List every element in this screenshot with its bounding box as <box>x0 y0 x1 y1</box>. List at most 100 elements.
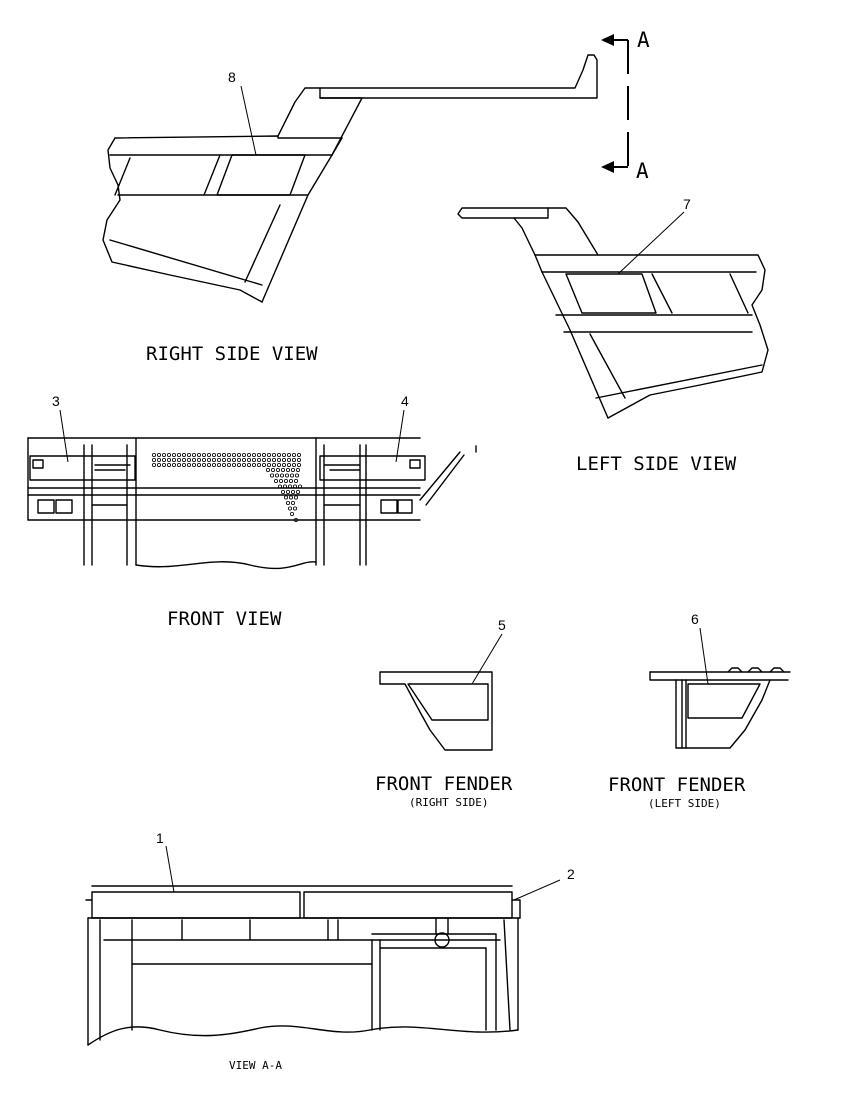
grille-dot <box>288 478 293 483</box>
grille-dot <box>201 452 206 457</box>
grille-dot <box>276 462 281 467</box>
grille-dot <box>287 506 292 511</box>
grille-dot <box>251 457 256 462</box>
grille-dot <box>296 452 301 457</box>
grille-dot <box>287 484 292 489</box>
grille-dot <box>291 452 296 457</box>
grille-dot <box>176 452 181 457</box>
grille-dot <box>291 462 296 467</box>
grille-dot <box>276 452 281 457</box>
grille-dot <box>156 457 161 462</box>
grille-dot <box>241 462 246 467</box>
grille-dot <box>206 462 211 467</box>
grille-dot <box>281 457 286 462</box>
grille-dot <box>236 462 241 467</box>
grille-dot <box>285 467 290 472</box>
grille-dot <box>196 452 201 457</box>
grille-dot <box>241 457 246 462</box>
grille-dot <box>171 462 176 467</box>
grille-dot <box>171 457 176 462</box>
grille-dot <box>271 452 276 457</box>
grille-dot <box>280 489 285 494</box>
front-fender-right-subtitle: (RIGHT SIDE) <box>409 796 488 809</box>
grille-dot <box>296 457 301 462</box>
callout-1: 1 <box>156 830 164 846</box>
grille-dot <box>266 457 271 462</box>
grille-dot <box>293 518 298 523</box>
grille-dot <box>151 457 156 462</box>
grille-dot <box>191 457 196 462</box>
grille-dot <box>269 473 274 478</box>
grille-dot <box>290 467 295 472</box>
grille-dot <box>292 484 297 489</box>
grille-dot <box>161 457 166 462</box>
grille-dot <box>251 452 256 457</box>
view-a-a-title: VIEW A-A <box>229 1059 282 1072</box>
grille-dot <box>288 495 293 500</box>
callout-2: 2 <box>567 866 575 882</box>
grille-dot <box>186 457 191 462</box>
grille-dot <box>211 452 216 457</box>
grille-dot <box>226 457 231 462</box>
grille-dot <box>176 457 181 462</box>
grille-dot <box>274 473 279 478</box>
grille-dot <box>296 462 301 467</box>
grille-perforations <box>151 452 302 523</box>
callout-labels: 1 2 3 4 5 6 7 8 <box>52 69 699 882</box>
front-view <box>27 409 477 570</box>
grille-dot <box>286 457 291 462</box>
grille-dot <box>186 452 191 457</box>
grille-dot <box>289 512 294 517</box>
grille-dot <box>295 489 300 494</box>
grille-dot <box>216 457 221 462</box>
grille-dot <box>285 500 290 505</box>
grille-dot <box>156 462 161 467</box>
callout-7: 7 <box>683 196 691 212</box>
grille-dot <box>294 473 299 478</box>
grille-dot <box>290 489 295 494</box>
right-side-view-title: RIGHT SIDE VIEW <box>146 343 318 365</box>
callout-8: 8 <box>228 69 236 85</box>
grille-dot <box>261 462 266 467</box>
grille-dot <box>292 506 297 511</box>
grille-dot <box>246 452 251 457</box>
grille-dot <box>283 495 288 500</box>
grille-dot <box>270 467 275 472</box>
grille-dot <box>226 462 231 467</box>
grille-dot <box>256 457 261 462</box>
grille-dot <box>261 457 266 462</box>
grille-dot <box>221 457 226 462</box>
grille-dot <box>276 457 281 462</box>
grille-dot <box>290 500 295 505</box>
grille-dot <box>221 452 226 457</box>
grille-dot <box>191 462 196 467</box>
grille-dot <box>261 452 266 457</box>
grille-dot <box>281 452 286 457</box>
front-fender-right <box>379 633 503 751</box>
grille-dot <box>283 478 288 483</box>
section-cut-line <box>601 34 629 173</box>
grille-dot <box>231 457 236 462</box>
grille-dot <box>265 467 270 472</box>
grille-dot <box>285 489 290 494</box>
front-fender-left-subtitle: (LEFT SIDE) <box>648 797 721 810</box>
grille-dot <box>166 462 171 467</box>
grille-dot <box>293 495 298 500</box>
grille-dot <box>281 462 286 467</box>
grille-dot <box>293 478 298 483</box>
callout-5: 5 <box>498 617 506 633</box>
grille-dot <box>211 462 216 467</box>
grille-dot <box>266 452 271 457</box>
grille-dot <box>271 462 276 467</box>
grille-dot <box>151 462 156 467</box>
section-letter-top: A <box>637 28 650 52</box>
right-side-view <box>102 54 598 303</box>
grille-dot <box>231 462 236 467</box>
grille-dot <box>201 457 206 462</box>
grille-dot <box>236 452 241 457</box>
grille-dot <box>241 452 246 457</box>
grille-dot <box>166 457 171 462</box>
grille-dot <box>286 452 291 457</box>
front-fender-right-title: FRONT FENDER <box>375 773 513 795</box>
grille-dot <box>279 473 284 478</box>
